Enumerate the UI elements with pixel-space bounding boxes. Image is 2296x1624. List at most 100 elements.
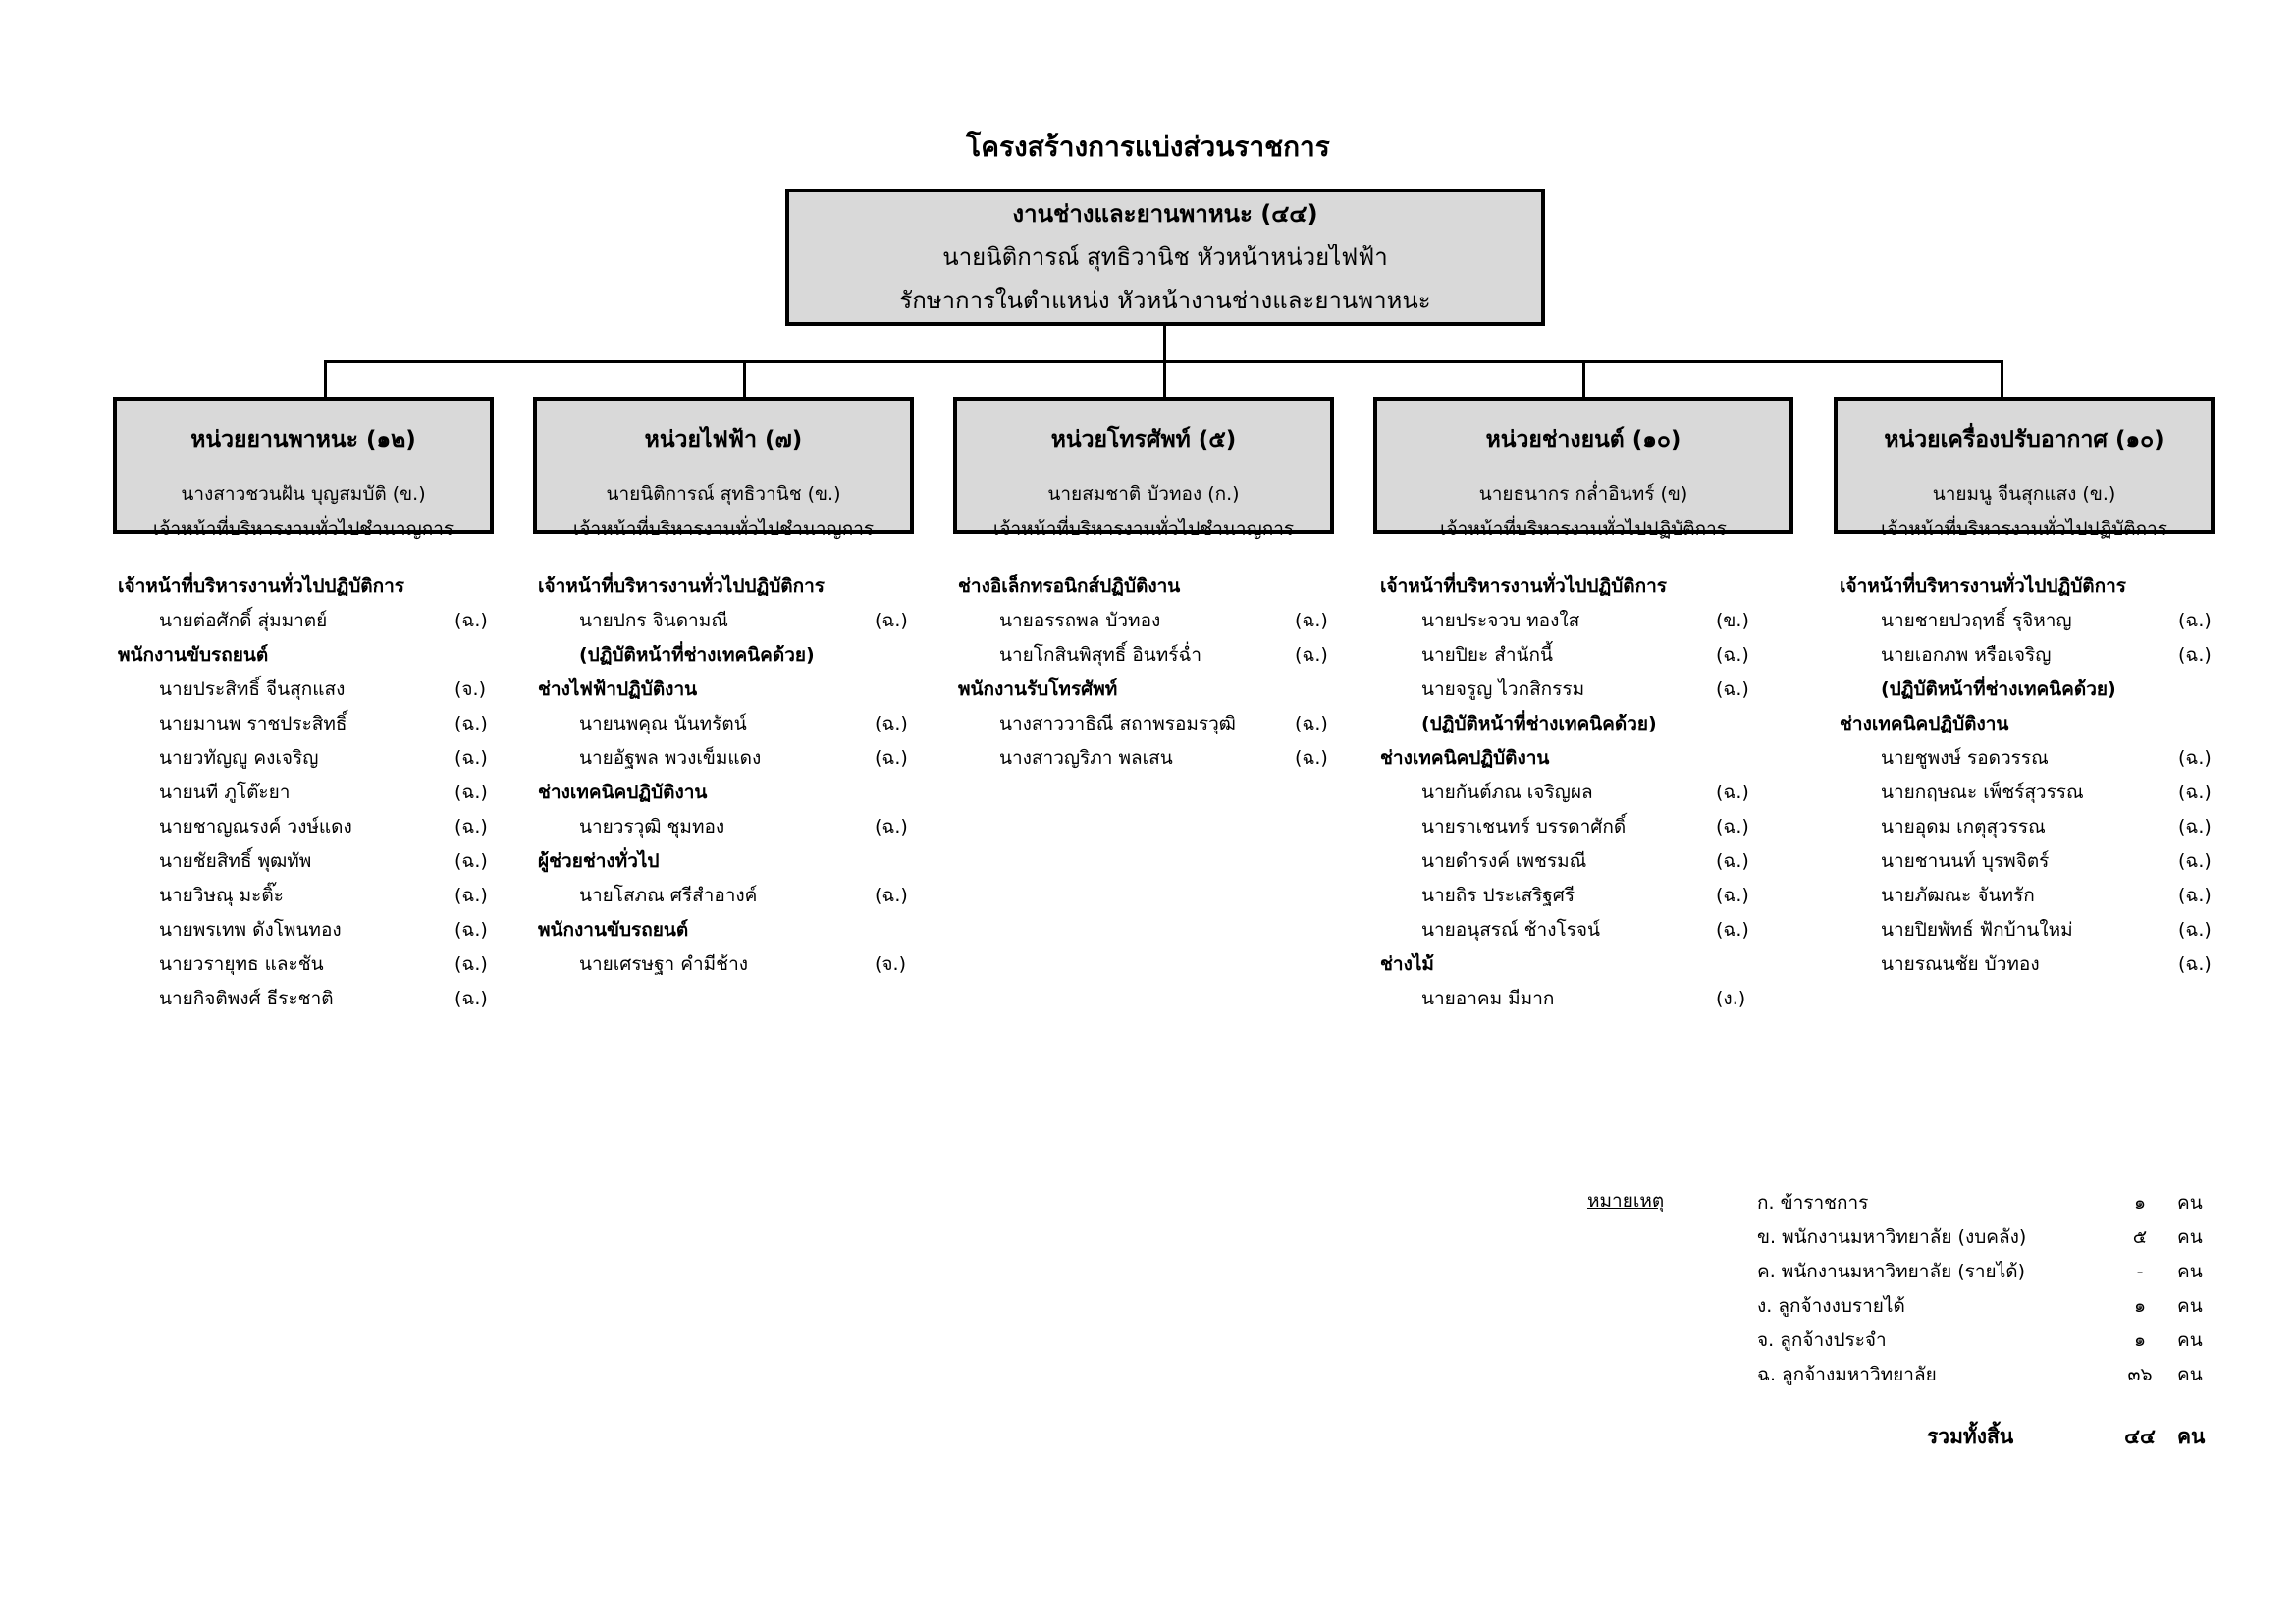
legend-count: ๓๖	[2127, 1364, 2153, 1385]
employment-type-code: (ฉ.)	[454, 988, 488, 1009]
employment-type-code: (ฉ.)	[1295, 644, 1328, 666]
section-title: เจ้าหน้าที่บริหารงานทั่วไปปฏิบัติการ	[118, 575, 405, 597]
staff-row: นายชัยสิทธิ์ พุฒทัพ(ฉ.)	[118, 844, 501, 879]
section-title: ช่างเทคนิคปฏิบัติงาน	[1840, 713, 2009, 734]
employment-type-code: (ฉ.)	[875, 816, 908, 838]
unit-name: หน่วยช่างยนต์ (๑๐)	[1485, 427, 1682, 453]
staff-name: นายประจวบ ทองใส	[1421, 610, 1580, 631]
staff-name: นางสาวญริภา พลเสน	[999, 747, 1173, 769]
unit-head: นางสาวชวนฝัน บุญสมบัติ (ข.)	[181, 483, 426, 505]
legend-label: จ. ลูกจ้างประจำ	[1757, 1329, 1887, 1351]
connector-drop-2	[743, 360, 746, 398]
total-unit: คน	[2177, 1425, 2206, 1448]
staff-note: (ปฏิบัติหน้าที่ช่างเทคนิคด้วย)	[1380, 707, 1773, 741]
legend-label: ง. ลูกจ้างงบรายได้	[1757, 1295, 1905, 1317]
staff-name: นายเอกภพ หรือเจริญ	[1881, 644, 2052, 666]
staff-row: นายราเชนทร์ บรรดาศักดิ์(ฉ.)	[1380, 810, 1773, 844]
connector-drop-5	[2001, 360, 2003, 398]
staff-row: นายปิยพัทธ์ ฟักบ้านใหม่(ฉ.)	[1840, 913, 2232, 947]
section-title: ช่างไม้	[1380, 953, 1434, 975]
top-unit-role: รักษาการในตำแหน่ง หัวหน้างานช่างและยานพา…	[899, 287, 1431, 314]
legend-unit: คน	[2177, 1329, 2203, 1351]
staff-row: นายถิร ประเสริฐศรี(ฉ.)	[1380, 879, 1773, 913]
top-unit-box: งานช่างและยานพาหนะ (๔๔) นายนิติการณ์ สุท…	[785, 189, 1545, 326]
staff-name: นายประสิทธิ์ จีนสุกแสง	[159, 678, 346, 700]
employment-type-code: (ฉ.)	[454, 782, 488, 803]
staff-name: นายราเชนทร์ บรรดาศักดิ์	[1421, 816, 1627, 838]
section-title: พนักงานรับโทรศัพท์	[958, 678, 1118, 700]
staff-note-text: (ปฏิบัติหน้าที่ช่างเทคนิคด้วย)	[1881, 678, 2116, 700]
staff-section-heading: พนักงานขับรถยนต์	[118, 638, 501, 673]
staff-section-heading: ช่างเทคนิคปฏิบัติงาน	[1840, 707, 2232, 741]
staff-row: นายประจวบ ทองใส(ข.)	[1380, 604, 1773, 638]
connector-drop-3	[1163, 360, 1166, 398]
staff-row: นายรณนชัย บัวทอง(ฉ.)	[1840, 947, 2232, 982]
legend-count: ๑	[2133, 1295, 2147, 1317]
staff-section-heading: พนักงานขับรถยนต์	[538, 913, 921, 947]
staff-list-mechanic: เจ้าหน้าที่บริหารงานทั่วไปปฏิบัติการนายป…	[1380, 569, 1773, 1016]
unit-name: หน่วยยานพาหนะ (๑๒)	[190, 427, 416, 453]
staff-row: นายประสิทธิ์ จีนสุกแสง (จ.)	[118, 673, 501, 707]
employment-type-code: (ฉ.)	[2178, 610, 2212, 631]
employment-type-code: (ฉ.)	[454, 713, 488, 734]
legend-row: ข. พนักงานมหาวิทยาลัย (งบคลัง)๕คน	[1757, 1220, 2209, 1255]
staff-name: นายโกสินพิสุทธิ์ อินทร์ฉ่ำ	[999, 644, 1202, 666]
staff-row: นายปกร จินดามณี(ฉ.)	[538, 604, 921, 638]
staff-row: นายอัฐพล พวงเข็มแดง(ฉ.)	[538, 741, 921, 776]
staff-row: นายเศรษฐา คำมีช้าง(จ.)	[538, 947, 921, 982]
unit-head-position: เจ้าหน้าที่บริหารงานทั่วไปปฏิบัติการ	[1880, 518, 2167, 540]
employment-type-code: (ฉ.)	[454, 747, 488, 769]
staff-row: นายวทัญญู คงเจริญ(ฉ.)	[118, 741, 501, 776]
staff-row: นายอาคม มีมาก(ง.)	[1380, 982, 1773, 1016]
staff-name: นายชัยสิทธิ์ พุฒทัพ	[159, 850, 312, 872]
unit-box-mechanic: หน่วยช่างยนต์ (๑๐) นายธนากร กล่ำอินทร์ (…	[1373, 397, 1793, 540]
section-title: เจ้าหน้าที่บริหารงานทั่วไปปฏิบัติการ	[1840, 575, 2127, 597]
staff-row: นายปิยะ สำนักนี้(ฉ.)	[1380, 638, 1773, 673]
staff-section-heading: เจ้าหน้าที่บริหารงานทั่วไปปฏิบัติการ	[1380, 569, 1773, 604]
unit-head-position: เจ้าหน้าที่บริหารงานทั่วไปชำนาญการ	[572, 518, 875, 540]
staff-name: นายปกร จินดามณี	[579, 610, 728, 631]
employment-type-code: (ฉ.)	[454, 953, 488, 975]
top-unit-head: นายนิติการณ์ สุทธิวานิช หัวหน้าหน่วยไฟฟ้…	[942, 244, 1388, 271]
staff-section-heading: ช่างเทคนิคปฏิบัติงาน	[1380, 741, 1773, 776]
staff-row: นายพรเทพ ดังโพนทอง(ฉ.)	[118, 913, 501, 947]
staff-row: นางสาวญริภา พลเสน(ฉ.)	[958, 741, 1341, 776]
staff-row: นายนพคุณ นันทรัตน์(ฉ.)	[538, 707, 921, 741]
staff-row: นายนที ภูโต๊ะยา (ฉ.)	[118, 776, 501, 810]
employment-type-code: (ฉ.)	[2178, 747, 2212, 769]
staff-row: นายอรรถพล บัวทอง(ฉ.)	[958, 604, 1341, 638]
legend-count: ๑	[2133, 1192, 2147, 1214]
staff-name: นายมานพ ราชประสิทธิ์	[159, 713, 347, 734]
staff-row: นายโกสินพิสุทธิ์ อินทร์ฉ่ำ (ฉ.)	[958, 638, 1341, 673]
staff-name: นายพรเทพ ดังโพนทอง	[159, 919, 342, 941]
top-unit-name: งานช่างและยานพาหนะ (๔๔)	[1012, 200, 1318, 228]
unit-name: หน่วยโทรศัพท์ (๕)	[1050, 427, 1237, 453]
section-title: ช่างเทคนิคปฏิบัติงาน	[1380, 747, 1550, 769]
staff-row: นายภัฒณะ จันทรัก(ฉ.)	[1840, 879, 2232, 913]
staff-name: นายชานนท์ บุรพจิตร์	[1881, 850, 2050, 872]
unit-box-air-conditioning: หน่วยเครื่องปรับอากาศ (๑๐) นายมนู จีนสุก…	[1834, 397, 2215, 540]
staff-row: นายชาญณรงค์ วงษ์แดง(ฉ.)	[118, 810, 501, 844]
section-title: ผู้ช่วยช่างทั่วไป	[538, 850, 660, 872]
employment-type-code: (ฉ.)	[1716, 644, 1749, 666]
legend-label: ฉ. ลูกจ้างมหาวิทยาลัย	[1757, 1364, 1937, 1385]
unit-head-position: เจ้าหน้าที่บริหารงานทั่วไปชำนาญการ	[152, 518, 454, 540]
employment-type-code: (ฉ.)	[1716, 850, 1749, 872]
legend-row: ง. ลูกจ้างงบรายได้๑คน	[1757, 1289, 2209, 1324]
staff-name: นายนที ภูโต๊ะยา	[159, 782, 291, 803]
staff-name: นายวรายุทธ และชัน	[159, 953, 324, 975]
unit-head: นายธนากร กล่ำอินทร์ (ข)	[1478, 483, 1688, 505]
staff-section-heading: ช่างไฟฟ้าปฏิบัติงาน	[538, 673, 921, 707]
staff-name: นายอัฐพล พวงเข็มแดง	[579, 747, 762, 769]
employment-type-code: (ฉ.)	[2178, 885, 2212, 906]
legend-row: ค. พนักงานมหาวิทยาลัย (รายได้)-คน	[1757, 1255, 2209, 1289]
staff-section-heading: ช่างอิเล็กทรอนิกส์ปฏิบัติงาน	[958, 569, 1341, 604]
staff-name: นายกฤษณะ เพ็ชร์สุวรรณ	[1881, 782, 2084, 803]
staff-section-heading: เจ้าหน้าที่บริหารงานทั่วไปปฏิบัติการ	[1840, 569, 2232, 604]
staff-section-heading: เจ้าหน้าที่บริหารงานทั่วไปปฏิบัติการ	[118, 569, 501, 604]
staff-row: นายกิจติพงศ์ ธีระชาติ(ฉ.)	[118, 982, 501, 1016]
employment-type-code: (จ.)	[454, 678, 486, 700]
employment-type-code: (ฉ.)	[2178, 816, 2212, 838]
employment-type-code: (ฉ.)	[875, 885, 908, 906]
employment-type-code: (ง.)	[1716, 988, 1746, 1009]
